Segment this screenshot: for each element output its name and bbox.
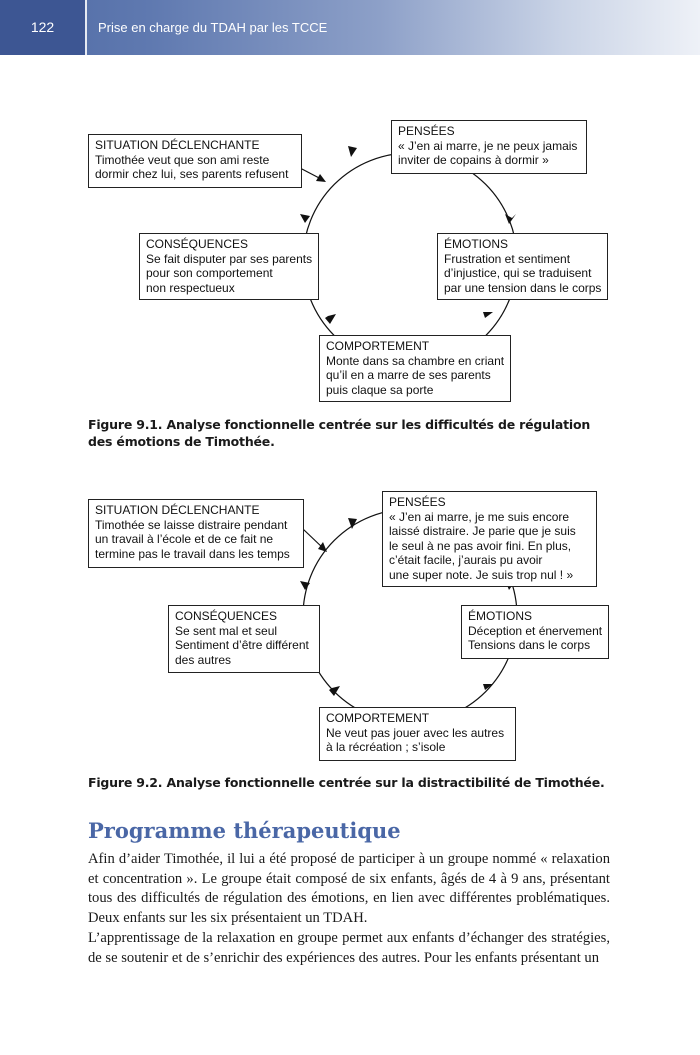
page-header: 122 Prise en charge du TDAH par les TCCE	[0, 0, 700, 55]
box-body: « J’en ai marre, je me suis encore laiss…	[389, 509, 576, 582]
box-title: CONSÉQUENCES	[175, 609, 278, 623]
cycle-arrowhead	[348, 146, 357, 157]
box-comportement: COMPORTEMENT Monte dans sa chambre en cr…	[319, 335, 511, 402]
box-body: Monte dans sa chambre en criant qu’il en…	[326, 353, 505, 397]
box-emotions: ÉMOTIONS Déception et énervement Tension…	[461, 605, 609, 659]
box-body: Déception et énervement Tensions dans le…	[468, 623, 603, 653]
cycle-arrowhead	[348, 518, 357, 529]
box-title: CONSÉQUENCES	[146, 237, 249, 251]
box-situation: SITUATION DÉCLENCHANTE Timothée se laiss…	[88, 499, 304, 568]
cycle-arrowhead	[483, 684, 493, 690]
box-body: Ne veut pas jouer avec les autres à la r…	[326, 725, 505, 755]
running-title: Prise en charge du TDAH par les TCCE	[98, 20, 328, 35]
box-body: Se sent mal et seul Sentiment d’être dif…	[175, 623, 309, 667]
box-comportement: COMPORTEMENT Ne veut pas jouer avec les …	[319, 707, 516, 761]
box-body: Timothée se laisse distraire pendant un …	[95, 517, 290, 561]
box-body: Frustration et sentiment d’injustice, qu…	[444, 251, 602, 295]
cycle-arrowhead	[329, 686, 340, 696]
box-emotions: ÉMOTIONS Frustration et sentiment d’inju…	[437, 233, 608, 300]
cycle-arrowhead	[300, 214, 310, 223]
box-body: Timothée veut que son ami reste dormir c…	[95, 152, 289, 182]
header-divider	[85, 0, 87, 55]
box-title: ÉMOTIONS	[444, 237, 509, 251]
body-paragraph: Afin d’aider Timothée, il lui a été prop…	[88, 851, 610, 926]
box-consequences: CONSÉQUENCES Se sent mal et seul Sentime…	[168, 605, 320, 673]
cycle-arrowhead	[483, 312, 493, 318]
box-title: PENSÉES	[398, 124, 455, 138]
box-title: COMPORTEMENT	[326, 339, 430, 353]
cycle-arrowhead	[300, 581, 310, 590]
box-title: SITUATION DÉCLENCHANTE	[95, 503, 260, 517]
trigger-arrowhead	[316, 174, 326, 182]
box-body: « J’en ai marre, je ne peux jamais invit…	[398, 138, 578, 168]
box-title: PENSÉES	[389, 495, 446, 509]
figure-2-diagram: SITUATION DÉCLENCHANTE Timothée se laiss…	[88, 491, 609, 761]
box-title: SITUATION DÉCLENCHANTE	[95, 138, 260, 152]
body-paragraph: L’apprentissage de la relaxation en grou…	[88, 930, 610, 966]
cycle-arrowhead	[325, 314, 336, 324]
trigger-arrowhead	[318, 542, 327, 552]
box-pensees: PENSÉES « J’en ai marre, je me suis enco…	[382, 491, 597, 587]
page-number: 122	[0, 0, 85, 55]
box-consequences: CONSÉQUENCES Se fait disputer par ses pa…	[139, 233, 319, 300]
box-pensees: PENSÉES « J’en ai marre, je ne peux jama…	[391, 120, 587, 174]
box-title: ÉMOTIONS	[468, 609, 533, 623]
section-title: Programme thérapeutique	[88, 818, 401, 843]
figure-1-caption: Figure 9.1. Analyse fonctionnelle centré…	[88, 417, 591, 449]
figure-2-caption: Figure 9.2. Analyse fonctionnelle centré…	[88, 775, 605, 790]
figure-1-diagram: SITUATION DÉCLENCHANTE Timothée veut que…	[0, 0, 700, 410]
box-title: COMPORTEMENT	[326, 711, 430, 725]
box-body: Se fait disputer par ses parents pour so…	[146, 251, 313, 295]
box-situation: SITUATION DÉCLENCHANTE Timothée veut que…	[88, 134, 302, 188]
cycle-arrowhead	[505, 214, 516, 224]
